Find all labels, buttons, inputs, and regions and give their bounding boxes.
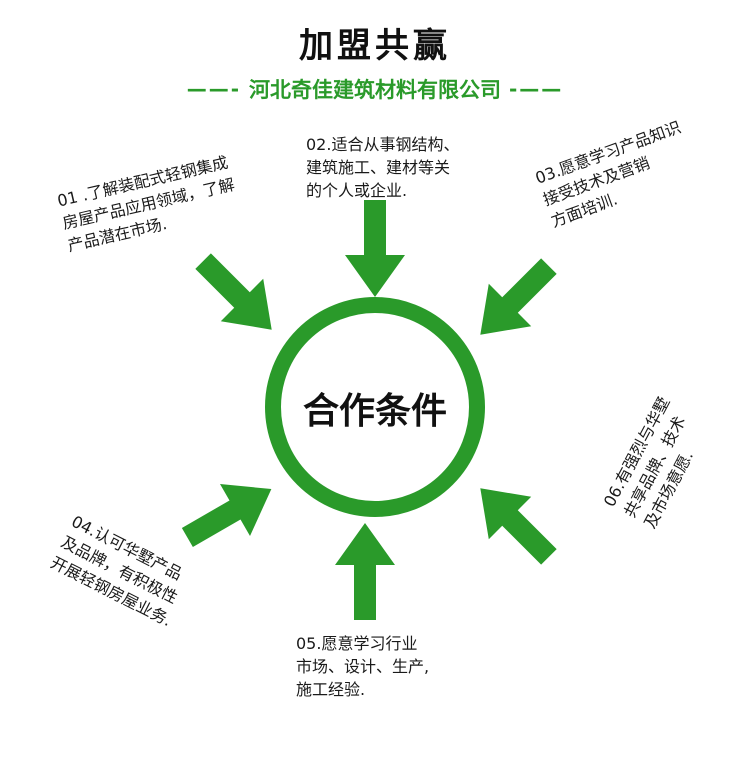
arrow-2 <box>345 200 405 297</box>
subtitle-dash-right: -—— <box>509 77 564 101</box>
company-name: 河北奇佳建筑材料有限公司 <box>249 78 501 102</box>
center-ring <box>265 297 485 517</box>
condition-05-text: 05.愿意学习行业 市场、设计、生产, 施工经验. <box>296 634 430 699</box>
condition-02-text: 02.适合从事钢结构、 建筑施工、建材等关 的个人或企业. <box>306 135 460 200</box>
arrow-3 <box>459 244 571 356</box>
arrow-4 <box>172 463 287 564</box>
subtitle-row: ——- 河北奇佳建筑材料有限公司 -—— <box>0 74 750 104</box>
arrow-6 <box>459 467 571 579</box>
center-label: 合作条件 <box>302 391 447 432</box>
arrow-1 <box>181 239 293 351</box>
page-title: 加盟共赢 <box>299 26 451 66</box>
arrow-5 <box>335 523 395 620</box>
subtitle-dash-left: ——- <box>186 77 241 101</box>
